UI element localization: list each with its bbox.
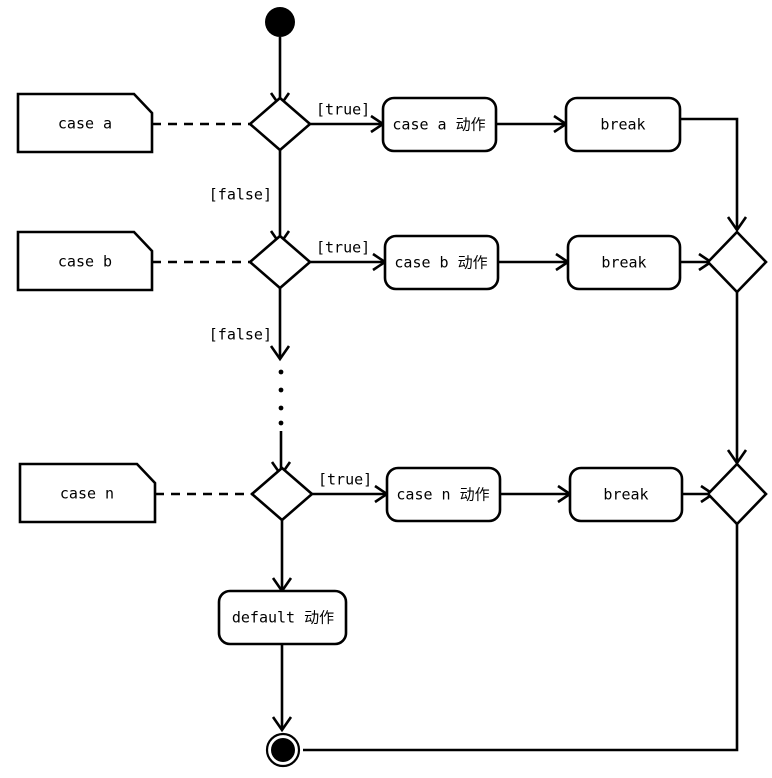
decision-n — [250, 466, 314, 522]
guard-decision-n-true: [true] — [318, 471, 372, 489]
guard-decision-a-false: [false] — [209, 186, 272, 204]
note-case-n — [18, 462, 157, 524]
note-case-b — [16, 230, 154, 292]
action-default-label: default 动作 — [232, 609, 334, 627]
action-case-n-label: case n 动作 — [396, 486, 489, 504]
action-case-b-label: case b 动作 — [394, 254, 487, 272]
arrowhead-decision-b-false — [269, 345, 291, 362]
break-n-label: break — [603, 486, 648, 504]
note-case-a — [16, 92, 154, 154]
edge-break-a-to-merge-1 — [680, 117, 739, 228]
note-case-n-label: case n — [60, 485, 114, 503]
break-b-label: break — [601, 254, 646, 272]
note-case-a-label: case a — [58, 115, 112, 133]
break-a — [564, 96, 682, 153]
note-case-b-label: case b — [58, 253, 112, 271]
initial-node — [265, 7, 295, 37]
guard-decision-b-false: [false] — [209, 326, 272, 344]
guard-decision-a-true: [true] — [316, 101, 370, 119]
break-a-label: break — [600, 116, 645, 134]
merge-1 — [706, 230, 768, 294]
guard-decision-b-true: [true] — [316, 239, 370, 257]
action-case-a-label: case a 动作 — [392, 116, 485, 134]
arrowhead-break-a-to-merge-1 — [726, 216, 748, 233]
decision-a — [248, 96, 312, 152]
edge-merge-2-to-final-node — [303, 524, 739, 752]
arrowhead-default-to-final-node — [271, 716, 293, 733]
merge-2 — [706, 462, 768, 526]
final-node — [265, 732, 301, 768]
vertical-ellipsis — [278, 369, 284, 426]
decision-b — [248, 234, 312, 290]
